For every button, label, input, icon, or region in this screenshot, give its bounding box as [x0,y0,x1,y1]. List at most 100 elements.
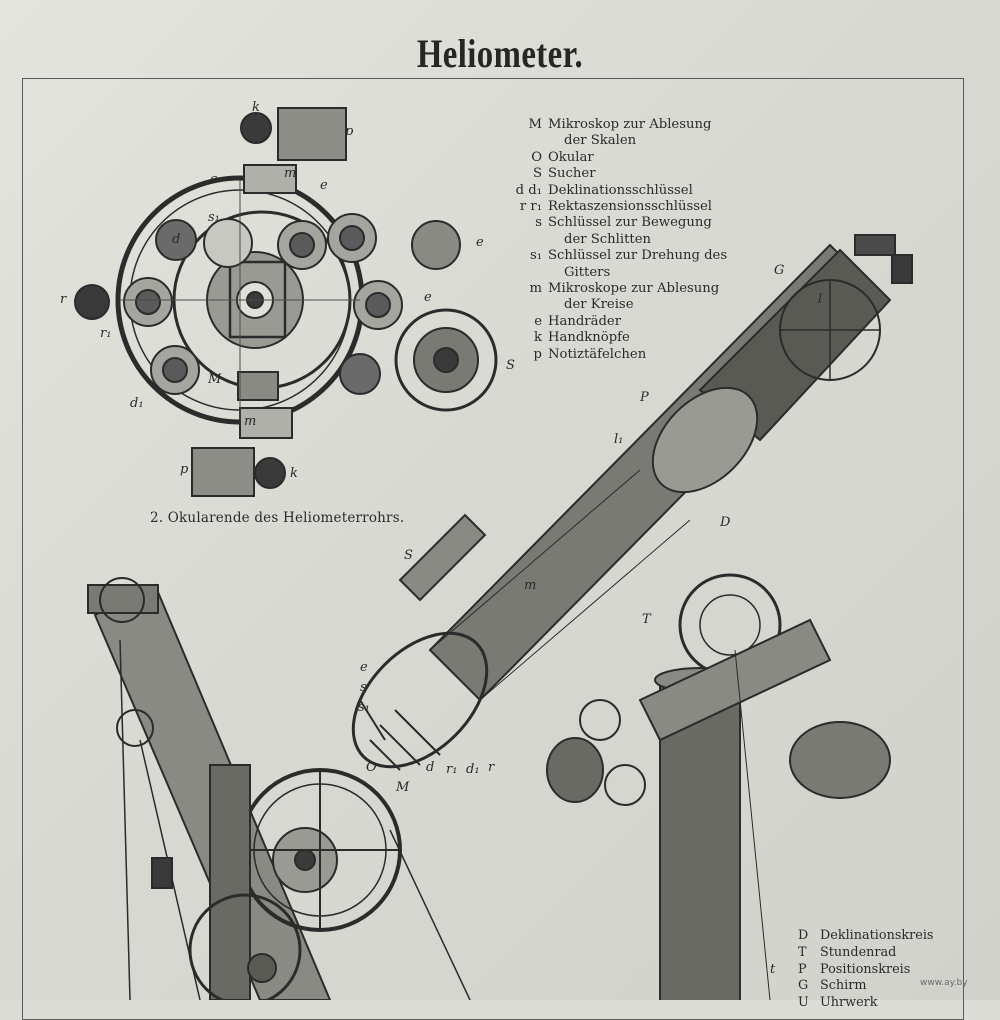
callout-label: O [366,760,377,775]
legend-text: Stundenrad [820,944,897,960]
callout-label: T [642,612,651,627]
legend-key: k [534,330,542,346]
legend-text: Sucher [548,166,596,182]
legend-row: s₁ Schlüssel zur Drehung des [498,248,758,264]
callout-label: d₁ [130,396,144,411]
watermark: www.ay.by [920,978,968,988]
legend-row: d d₁ Deklinationsschlüssel [498,183,758,199]
clockwork-engraving [87,577,471,1000]
legend-text: Handräder [548,313,622,329]
legend-text: Schirm [820,978,867,994]
callout-label: S [404,548,413,563]
legend-row: Gitters [498,265,758,281]
legend-key: D [798,928,809,943]
callout-label: d [426,760,435,775]
figure-caption: 2. Okularende des Heliometerrohrs. [150,510,405,526]
legend-key: d d₁ [515,182,542,198]
legend-key [498,232,548,248]
legend-text: Deklinationsschlüssel [548,182,693,198]
legend-row: der Kreise [498,297,758,313]
legend-text: Handknöpfe [548,330,630,346]
legend-key: T [798,944,807,960]
callout-label: e [360,660,368,675]
callout-label: D [720,515,731,530]
callout-label: r [488,760,495,775]
heliometer-telescope-engraving [351,234,913,1000]
legend-text: Positionskreis [820,961,911,977]
callout-label: P [640,390,649,405]
callout-label: S [506,358,515,373]
legend-text: der Kreise [564,297,634,313]
legend-text: Uhrwerk [820,995,878,1011]
callout-label: s₁ [208,210,220,225]
callout-label: M [396,780,410,795]
callout-label: e [424,290,432,305]
legend-key: G [798,978,809,994]
legend-key: U [798,995,809,1011]
page-title: Heliometer. [416,31,584,76]
legend-key: p [533,346,542,362]
callout-label: e [476,235,484,250]
legend-row: r r₁ Rektaszensionsschlüssel [498,199,758,215]
callout-label: k [290,466,298,481]
legend-row: O Okular [498,150,758,166]
callout-label: e [210,172,218,187]
legend-key: P [798,961,807,977]
callout-label: m [244,414,257,429]
callout-label: G [774,263,785,278]
legend-key: s [535,215,542,231]
legend-row: der Schlitten [498,232,758,248]
legend-row: D Deklinationskreis [798,928,968,945]
legend-row: P Positionskreis [798,962,968,979]
callout-label: d [172,232,181,247]
legend-row: T Stundenrad [798,945,968,962]
callout-label: d₁ [466,762,480,777]
legend-text: Gitters [564,264,611,280]
legend-key: r r₁ [519,199,542,215]
legend-text: der Skalen [564,133,637,149]
legend-text: Mikroskope zur Ablesung [548,281,720,297]
legend-row: m Mikroskope zur Ablesung [498,281,758,297]
callout-label: M [208,372,222,387]
legend-text: Rektaszensionsschlüssel [548,199,713,215]
legend-row: s Schlüssel zur Bewegung [498,215,758,231]
legend-row: der Skalen [498,133,758,149]
legend-text: Schlüssel zur Drehung des [548,248,728,264]
legend-text: Mikroskop zur Ablesung [548,117,712,132]
callout-label: r₁ [446,762,458,777]
legend-text: der Schlitten [564,231,651,247]
legend-key [498,133,548,149]
legend-key: S [532,166,542,182]
legend-key [498,297,548,313]
legend-row: G Schirm [798,978,968,995]
legend-key [498,265,548,281]
legend-text: Notiztäfelchen [548,346,647,362]
eyepiece-end-engraving [74,107,498,497]
legend-key: m [529,281,542,297]
legend-text: Deklinationskreis [820,928,934,943]
callout-label: k [252,100,260,115]
legend-key: s₁ [529,248,542,264]
callout-label: r [60,292,67,307]
legend-row: e Handräder [498,314,758,330]
legend-text: Okular [548,149,594,165]
callout-label: s [360,680,367,695]
legend-key: e [534,313,542,329]
legend-mount: D Deklinationskreis T Stundenrad P Position… [798,928,968,1012]
legend-text: Schlüssel zur Bewegung [548,215,712,231]
callout-label: m [284,166,297,181]
callout-label: l [818,292,823,307]
callout-label: r₁ [100,326,112,341]
legend-row: S Sucher [498,166,758,182]
callout-label: t [770,962,776,977]
legend-row: p Notiztäfelchen [498,347,758,363]
legend-row: k Handknöpfe [498,330,758,346]
legend-row: U Uhrwerk [798,995,968,1012]
callout-label: p [345,124,354,139]
callout-label: e [320,178,328,193]
legend-key: O [531,149,542,165]
callout-label: l₁ [614,432,624,447]
